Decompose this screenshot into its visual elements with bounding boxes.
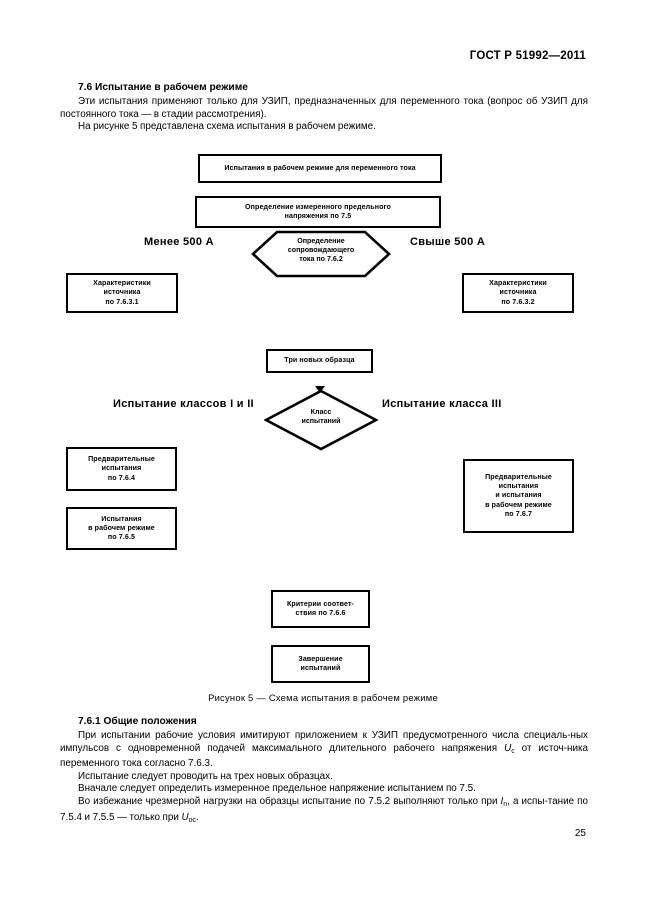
edge-label-less-500a: Менее 500 А: [144, 236, 214, 248]
arrowhead-samples-to-diamond: [315, 386, 325, 393]
flow-node-source-left-line-0: Характеристики: [93, 279, 151, 288]
flow-node-source-right: Характеристики источника по 7.6.3.2: [462, 273, 574, 313]
symbol-in: I: [500, 795, 504, 807]
section-7-6-paragraph-1: Эти испытания применяют только для УЗИП,…: [60, 96, 588, 120]
section-7-6-1-paragraph-3: Вначале следует определить измеренное пр…: [78, 783, 476, 795]
flow-node-end: Завершение испытаний: [271, 645, 370, 683]
connector-diamond-to-left-class: [0, 147, 146, 149]
flow-node-criteria: Критерии соответ- ствия по 7.6.6: [271, 590, 370, 628]
flow-node-criteria-line-1: ствия по 7.6.6: [295, 609, 346, 617]
paragraph-1-part-b: от источ-ника переменного тока согласно …: [60, 742, 588, 770]
flow-node-preliminary-left-line-0: Предварительные: [88, 455, 155, 464]
symbol-uc: U: [504, 742, 512, 754]
connector-operating-left-down: [0, 235, 2, 259]
flow-node-source-left-line-1: источника: [103, 288, 141, 297]
flow-node-source-right-line-2: по 7.6.3.2: [501, 297, 535, 306]
symbol-uc-subscript: c: [511, 747, 515, 755]
edge-label-class-1-2: Испытание классов I и II: [113, 398, 254, 410]
connector-right-class-down: [0, 179, 2, 219]
flow-node-combined-right-line-1: испытания: [498, 482, 539, 491]
flow-node-measure: Определение измеренного предельного напр…: [195, 196, 441, 228]
page-number: 25: [574, 828, 586, 839]
paragraph-4-part-a: Во избежание чрезмерной нагрузки на обра…: [78, 795, 501, 807]
section-7-6-1-paragraph-2: Испытание следует проводить на трех новы…: [78, 770, 333, 782]
flow-node-preliminary-left: Предварительные испытания по 7.6.4: [66, 447, 177, 491]
paragraph-4-part-b: , а испы-тание по 7.5.4 и 7.5.5 — только…: [60, 795, 588, 823]
connector-source-right-down: [0, 88, 2, 113]
connector-left-branch-down: [0, 21, 2, 41]
flow-node-measure-line-1: напряжения по 7.5: [284, 212, 352, 220]
connector-merge-to-samples: [0, 113, 398, 115]
connector-merge-down-to-criteria: [0, 302, 2, 320]
connector-right-branch-down: [0, 43, 2, 63]
edge-label-class-3: Испытание класса III: [382, 398, 502, 410]
flow-node-combined-right-line-4: по 7.6.7: [504, 509, 533, 518]
flow-node-start-line-0: Испытания в рабочем режиме для переменно…: [224, 163, 416, 172]
flow-node-combined-right-line-3: в рабочем режиме: [485, 500, 552, 509]
flow-node-three-samples: Три новых образца: [266, 349, 373, 373]
flow-node-preliminary-left-line-1: испытания: [101, 464, 142, 473]
connector-merge-down-to-samples: [0, 116, 2, 129]
connector-merge-to-criteria: [0, 300, 399, 302]
connector-criteria-to-end: [0, 320, 2, 337]
connector-combined-right-down: [0, 259, 2, 300]
connector-hexagon-to-right-branch: [0, 41, 131, 43]
connector-samples-to-diamond: [0, 129, 2, 147]
document-header-standard-number: ГОСТ Р 51992—2011: [469, 50, 586, 62]
flow-node-operating-left-line-0: Испытания: [101, 514, 142, 523]
flow-node-criteria-line-0: Критерии соответ-: [286, 599, 355, 608]
flow-node-operating-left-line-1: в рабочем режиме: [88, 523, 155, 532]
connector-start-to-measure: [0, 0, 2, 13]
connector-preliminary-to-operating: [0, 219, 2, 235]
figure-5-caption: Рисунок 5 — Схема испытания в рабочем ре…: [208, 692, 438, 703]
section-7-6-1-title: 7.6.1 Общие положения: [78, 716, 197, 727]
edge-label-over-500a: Свыше 500 А: [410, 236, 486, 248]
flow-node-three-samples-line-0: Три новых образца: [284, 356, 355, 365]
flow-node-diamond-shape: [264, 389, 378, 451]
section-7-6-1-paragraph-4: Во избежание чрезмерной нагрузки на обра…: [60, 796, 588, 827]
section-7-6: 7.6 Испытание в рабочем режиме Эти испыт…: [60, 82, 588, 134]
flow-node-end-line-0: Завершение: [298, 654, 343, 663]
flow-node-combined-right: Предварительные испытания и испытания в …: [463, 459, 574, 533]
flow-node-operating-left-line-2: по 7.6.5: [107, 533, 136, 542]
connector-diamond-to-right-class: [0, 177, 145, 179]
flow-node-start: Испытания в рабочем режиме для переменно…: [198, 154, 442, 183]
section-7-6-paragraph-2: На рисунке 5 представлена схема испытани…: [78, 121, 376, 133]
paragraph-1-part-a: При испытании рабочие условия имитируют …: [60, 730, 588, 754]
flow-node-measure-line-0: Определение измеренного предельного: [245, 202, 391, 211]
flow-node-source-right-line-0: Характеристики: [489, 279, 547, 288]
section-7-6-1: 7.6.1 Общие положения При испытании рабо…: [60, 716, 588, 827]
flow-node-source-left: Характеристики источника по 7.6.3.1: [66, 273, 178, 313]
flow-node-source-right-line-1: источника: [499, 288, 537, 297]
flow-node-end-line-1: испытаний: [300, 664, 341, 672]
section-7-6-1-paragraph-1: При испытании рабочие условия имитируют …: [60, 730, 588, 771]
symbol-uoc: U: [181, 811, 189, 823]
flow-node-combined-right-line-0: Предварительные: [485, 472, 552, 481]
flow-node-hexagon-shape: [251, 230, 391, 278]
connector-source-left-down: [0, 63, 2, 88]
flow-node-preliminary-left-line-2: по 7.6.4: [107, 473, 136, 482]
symbol-uoc-subscript: ос: [188, 816, 196, 824]
flow-node-combined-right-line-2: и испытания: [495, 491, 542, 500]
symbol-in-subscript: n: [503, 800, 508, 808]
paragraph-4-part-c: .: [196, 811, 199, 823]
connector-left-class-down: [0, 149, 2, 177]
section-7-6-title: 7.6 Испытание в рабочем режиме: [78, 82, 248, 93]
flow-node-source-left-line-2: по 7.6.3.1: [105, 297, 139, 306]
connector-hexagon-to-left-branch: [0, 19, 131, 21]
flow-node-operating-left: Испытания в рабочем режиме по 7.6.5: [66, 507, 177, 550]
